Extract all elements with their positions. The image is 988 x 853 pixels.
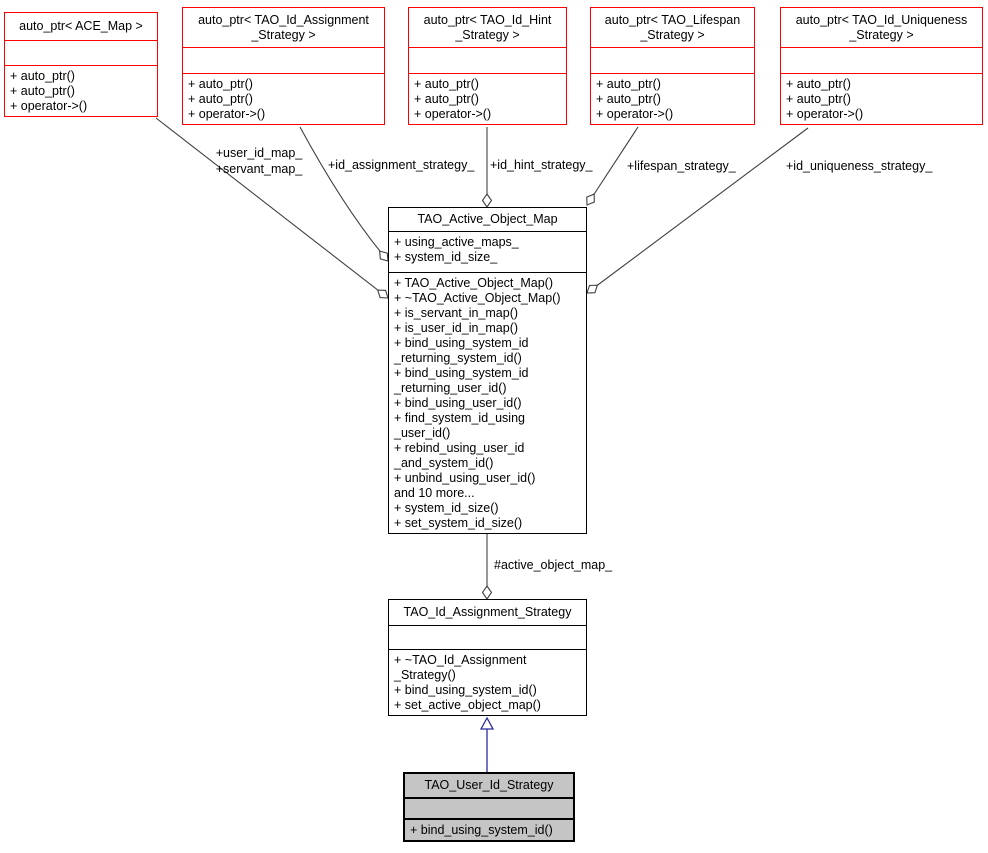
class-title-text: auto_ptr< TAO_Id_Uniqueness	[795, 12, 968, 27]
method-item: + auto_ptr()	[414, 92, 479, 106]
class-title-text: auto_ptr< TAO_Id_Hint	[423, 12, 552, 27]
methods-section: + auto_ptr() + auto_ptr() + operator->()	[781, 73, 982, 124]
class-title: TAO_User_Id_Strategy	[405, 774, 573, 797]
method-item: + bind_using_system_id()	[410, 823, 553, 837]
class-node-tao-active-object-map[interactable]: TAO_Active_Object_Map + using_active_map…	[388, 207, 587, 534]
method-item: _returning_system_id()	[394, 351, 522, 365]
method-item: + auto_ptr()	[188, 77, 253, 91]
method-item: + auto_ptr()	[596, 77, 661, 91]
class-title-text: _Strategy >	[640, 27, 705, 42]
edge-label-user-servant-map: +user_id_map_ +servant_map_	[196, 145, 322, 177]
class-title: auto_ptr< TAO_Id_Uniqueness _Strategy >	[781, 8, 982, 47]
method-item: + auto_ptr()	[10, 84, 75, 98]
method-item: + operator->()	[596, 107, 674, 121]
class-title-text: _Strategy >	[251, 27, 316, 42]
class-title-text: TAO_Id_Assignment_Strategy	[403, 605, 572, 619]
method-item: + rebind_using_user_id	[394, 441, 525, 455]
class-title-text: TAO_User_Id_Strategy	[424, 778, 554, 792]
edge-label-id-assignment-strategy: +id_assignment_strategy_	[328, 158, 475, 172]
method-item: + operator->()	[10, 99, 88, 113]
method-item: + TAO_Active_Object_Map()	[394, 276, 553, 290]
attributes-section-empty	[389, 625, 586, 649]
edge-id-uniqueness-strategy	[586, 127, 809, 294]
methods-section: + auto_ptr() + auto_ptr() + operator->()	[409, 73, 566, 124]
attributes-section-empty	[183, 47, 384, 73]
class-node-tao-id-assignment-strategy[interactable]: TAO_Id_Assignment_Strategy + ~TAO_Id_Ass…	[388, 599, 587, 716]
class-node-auto-ptr-lifespan[interactable]: auto_ptr< TAO_Lifespan _Strategy > + aut…	[590, 7, 755, 125]
class-node-auto-ptr-id-hint[interactable]: auto_ptr< TAO_Id_Hint _Strategy > + auto…	[408, 7, 567, 125]
class-title: auto_ptr< TAO_Id_Assignment _Strategy >	[183, 8, 384, 47]
class-title: TAO_Id_Assignment_Strategy	[389, 600, 586, 625]
method-item: + ~TAO_Active_Object_Map()	[394, 291, 561, 305]
attributes-section-empty	[5, 40, 157, 65]
method-item: _and_system_id()	[394, 456, 494, 470]
method-item: + set_active_object_map()	[394, 698, 541, 712]
methods-section: + auto_ptr() + auto_ptr() + operator->()	[5, 65, 157, 116]
attribute-item: + system_id_size_	[394, 250, 498, 264]
methods-section: + bind_using_system_id()	[405, 818, 573, 840]
method-item: + bind_using_system_id	[394, 366, 529, 380]
methods-section: + auto_ptr() + auto_ptr() + operator->()	[591, 73, 754, 124]
method-item: + find_system_id_using	[394, 411, 525, 425]
edge-label-lifespan-strategy: +lifespan_strategy_	[627, 159, 736, 173]
class-title-text: _Strategy >	[849, 27, 914, 42]
method-item: + operator->()	[414, 107, 492, 121]
method-item: + set_system_id_size()	[394, 516, 523, 530]
class-title: auto_ptr< TAO_Lifespan _Strategy >	[591, 8, 754, 47]
class-node-auto-ptr-id-assignment[interactable]: auto_ptr< TAO_Id_Assignment _Strategy > …	[182, 7, 385, 125]
methods-section: + TAO_Active_Object_Map() + ~TAO_Active_…	[389, 272, 586, 533]
method-item: + is_servant_in_map()	[394, 306, 519, 320]
methods-section: + ~TAO_Id_Assignment _Strategy() + bind_…	[389, 649, 586, 715]
methods-section: + auto_ptr() + auto_ptr() + operator->()	[183, 73, 384, 124]
edge-label-active-object-map: #active_object_map_	[494, 558, 613, 572]
edge-label-line: +servant_map_	[215, 162, 303, 176]
class-node-auto-ptr-ace-map[interactable]: auto_ptr< ACE_Map > + auto_ptr() + auto_…	[4, 12, 158, 117]
method-item: _returning_user_id()	[394, 381, 507, 395]
attributes-section: + using_active_maps_ + system_id_size_	[389, 231, 586, 272]
method-item: + auto_ptr()	[414, 77, 479, 91]
class-title-text: auto_ptr< ACE_Map >	[19, 19, 143, 33]
method-item: + auto_ptr()	[188, 92, 253, 106]
method-item: + operator->()	[786, 107, 864, 121]
method-item: + operator->()	[188, 107, 266, 121]
attributes-section-empty	[405, 797, 573, 818]
edge-label-line: +user_id_map_	[215, 146, 303, 160]
edge-label-id-hint-strategy: +id_hint_strategy_	[490, 158, 593, 172]
class-title: TAO_Active_Object_Map	[389, 208, 586, 231]
method-item: and 10 more...	[394, 486, 475, 500]
attributes-section-empty	[409, 47, 566, 73]
class-title-text: TAO_Active_Object_Map	[417, 212, 558, 226]
method-item: + auto_ptr()	[596, 92, 661, 106]
edge-label-id-uniqueness-strategy: +id_uniqueness_strategy_	[786, 159, 933, 173]
class-title-text: auto_ptr< TAO_Lifespan	[604, 12, 741, 27]
class-title: auto_ptr< TAO_Id_Hint _Strategy >	[409, 8, 566, 47]
method-item: + bind_using_user_id()	[394, 396, 522, 410]
class-node-tao-user-id-strategy[interactable]: TAO_User_Id_Strategy + bind_using_system…	[403, 772, 575, 842]
method-item: _Strategy()	[394, 668, 456, 682]
method-item: + bind_using_system_id	[394, 336, 529, 350]
method-item: + is_user_id_in_map()	[394, 321, 519, 335]
class-title-text: _Strategy >	[455, 27, 520, 42]
method-item: + unbind_using_user_id()	[394, 471, 536, 485]
method-item: + system_id_size()	[394, 501, 499, 515]
method-item: _user_id()	[394, 426, 451, 440]
attributes-section-empty	[781, 47, 982, 73]
class-node-auto-ptr-id-uniqueness[interactable]: auto_ptr< TAO_Id_Uniqueness _Strategy > …	[780, 7, 983, 125]
class-title: auto_ptr< ACE_Map >	[5, 13, 157, 40]
method-item: + auto_ptr()	[10, 69, 75, 83]
method-item: + ~TAO_Id_Assignment	[394, 653, 527, 667]
method-item: + auto_ptr()	[786, 77, 851, 91]
attribute-item: + using_active_maps_	[394, 235, 519, 249]
method-item: + bind_using_system_id()	[394, 683, 537, 697]
method-item: + auto_ptr()	[786, 92, 851, 106]
class-title-text: auto_ptr< TAO_Id_Assignment	[198, 12, 369, 27]
attributes-section-empty	[591, 47, 754, 73]
